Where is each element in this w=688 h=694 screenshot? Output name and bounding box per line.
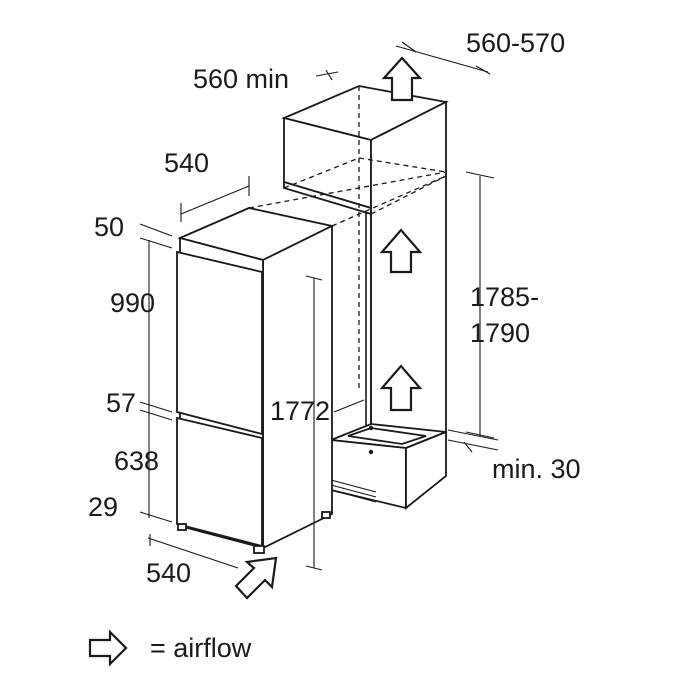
dim-top-gap: 50 — [94, 212, 124, 242]
airflow-arrow-icon — [379, 228, 423, 274]
dim-plinth: 29 — [88, 492, 118, 522]
dim-appliance-depth-bottom: 540 — [146, 558, 191, 588]
legend-text: = airflow — [150, 633, 252, 663]
airflow-arrow-icon — [381, 56, 423, 102]
dim-appliance-depth-top: 540 — [164, 148, 209, 178]
appliance-body — [176, 171, 447, 554]
airflow-arrow-icon — [88, 629, 128, 667]
dim-niche-depth-min: 560 min — [193, 64, 289, 94]
airflow-arrow-icon — [379, 364, 423, 412]
dim-vent-gap: min. 30 — [492, 454, 581, 484]
dim-lower-door: 638 — [114, 446, 159, 476]
niche-cabinet — [281, 85, 449, 510]
airflow-arrows — [234, 56, 423, 600]
airflow-arrow-icon — [234, 556, 278, 600]
dim-niche-height-line2: 1790 — [470, 318, 530, 348]
dim-niche-depth: 560-570 — [466, 28, 565, 58]
dim-upper-door: 990 — [110, 288, 155, 318]
dim-door-gap: 57 — [106, 388, 136, 418]
dim-appliance-height: 1772 — [270, 396, 330, 426]
dimension-lines — [139, 41, 499, 571]
dim-niche-height-line1: 1785- — [470, 282, 539, 312]
legend: = airflow — [88, 629, 252, 667]
